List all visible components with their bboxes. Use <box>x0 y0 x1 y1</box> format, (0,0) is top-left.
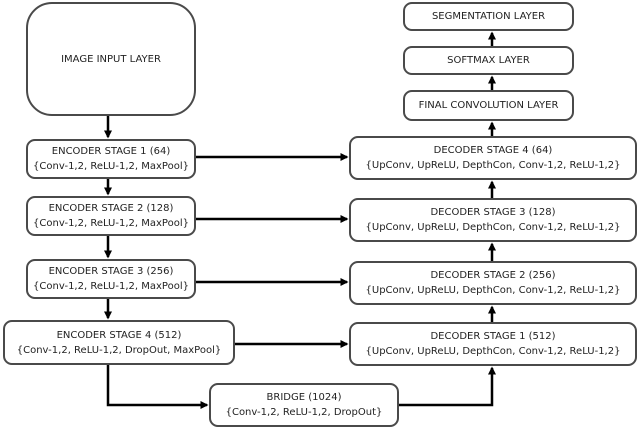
node-subtitle: {UpConv, UpReLU, DepthCon, Conv-1,2, ReL… <box>365 160 621 171</box>
decoder-stage-4-node: DECODER STAGE 4 (64) {UpConv, UpReLU, De… <box>349 136 637 180</box>
softmax-layer-node: SOFTMAX LAYER <box>403 46 574 75</box>
segmentation-layer-node: SEGMENTATION LAYER <box>403 2 574 31</box>
decoder-stage-2-node: DECODER STAGE 2 (256) {UpConv, UpReLU, D… <box>349 261 637 305</box>
final-convolution-layer-node: FINAL CONVOLUTION LAYER <box>403 90 574 121</box>
arrow-enc4-to-bridge <box>106 365 209 409</box>
encoder-stage-4-node: ENCODER STAGE 4 (512) {Conv-1,2, ReLU-1,… <box>3 320 235 365</box>
node-title: ENCODER STAGE 3 (256) <box>48 266 174 277</box>
node-title: SOFTMAX LAYER <box>447 55 530 66</box>
node-title: ENCODER STAGE 1 (64) <box>51 146 171 157</box>
node-subtitle: {Conv-1,2, ReLU-1,2, MaxPool} <box>33 218 189 229</box>
node-title: ENCODER STAGE 4 (512) <box>56 329 182 341</box>
node-subtitle: {Conv-1,2, ReLU-1,2, MaxPool} <box>33 161 189 172</box>
node-subtitle: {UpConv, UpReLU, DepthCon, Conv-1,2, ReL… <box>365 285 621 296</box>
node-title: SEGMENTATION LAYER <box>431 11 546 22</box>
image-input-layer-node: IMAGE INPUT LAYER <box>26 2 196 116</box>
bridge-node: BRIDGE (1024) {Conv-1,2, ReLU-1,2, DropO… <box>209 383 399 427</box>
node-title: DECODER STAGE 3 (128) <box>430 207 556 218</box>
node-title: BRIDGE (1024) <box>266 392 342 403</box>
node-title: FINAL CONVOLUTION LAYER <box>418 100 559 111</box>
encoder-stage-2-node: ENCODER STAGE 2 (128) {Conv-1,2, ReLU-1,… <box>26 196 196 236</box>
node-subtitle: {Conv-1,2, ReLU-1,2, DropOut, MaxPool} <box>16 344 222 356</box>
node-title: DECODER STAGE 4 (64) <box>433 145 553 156</box>
node-subtitle: {Conv-1,2, ReLU-1,2, DropOut} <box>225 407 383 418</box>
node-title: DECODER STAGE 2 (256) <box>430 270 556 281</box>
node-subtitle: {UpConv, UpReLU, DepthCon, Conv-1,2, ReL… <box>365 222 621 233</box>
node-subtitle: {Conv-1,2, ReLU-1,2, MaxPool} <box>33 281 189 292</box>
decoder-stage-3-node: DECODER STAGE 3 (128) {UpConv, UpReLU, D… <box>349 198 637 242</box>
node-title: DECODER STAGE 1 (512) <box>430 331 556 342</box>
encoder-stage-1-node: ENCODER STAGE 1 (64) {Conv-1,2, ReLU-1,2… <box>26 139 196 179</box>
node-title: IMAGE INPUT LAYER <box>61 53 161 65</box>
encoder-stage-3-node: ENCODER STAGE 3 (256) {Conv-1,2, ReLU-1,… <box>26 259 196 299</box>
decoder-stage-1-node: DECODER STAGE 1 (512) {UpConv, UpReLU, D… <box>349 322 637 366</box>
node-subtitle: {UpConv, UpReLU, DepthCon, Conv-1,2, ReL… <box>365 346 621 357</box>
node-title: ENCODER STAGE 2 (128) <box>48 203 174 214</box>
arrow-bridge-to-dec1 <box>399 366 496 407</box>
